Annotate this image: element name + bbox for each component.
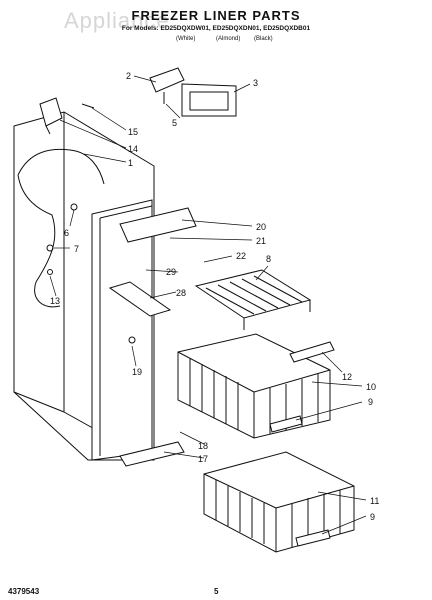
callout-13: 13 <box>50 296 60 306</box>
callout-labels: 2 3 5 15 14 1 6 7 13 20 21 22 8 29 28 19… <box>50 71 379 522</box>
color-almond: (Almond) <box>216 36 241 42</box>
callout-11: 11 <box>370 496 379 506</box>
callout-9-upper: 9 <box>368 397 373 407</box>
callout-6: 6 <box>64 228 69 238</box>
callout-21: 21 <box>256 236 266 246</box>
callout-12: 12 <box>342 372 352 382</box>
callout-10: 10 <box>366 382 376 392</box>
top-bracket <box>39 97 95 135</box>
leader-lines <box>49 75 367 535</box>
callout-3: 3 <box>253 78 258 88</box>
screw <box>47 269 53 275</box>
shelf-support <box>108 281 172 317</box>
callout-8: 8 <box>266 254 271 264</box>
color-white: (White) <box>176 36 196 42</box>
thermostat <box>46 244 54 252</box>
basket-trim-lower <box>295 529 331 547</box>
basket-trim-upper <box>269 415 303 433</box>
callout-15: 15 <box>128 127 138 137</box>
bottom-trim <box>119 441 185 467</box>
diagram-title: FREEZER LINER PARTS <box>131 8 301 23</box>
air-duct-cover <box>119 207 197 243</box>
callout-20: 20 <box>256 222 266 232</box>
callout-1: 1 <box>128 158 133 168</box>
callout-28: 28 <box>176 288 186 298</box>
callout-2: 2 <box>126 71 131 81</box>
wire-shelf <box>194 269 312 330</box>
page-number: 5 <box>214 587 219 596</box>
callout-7: 7 <box>74 244 79 254</box>
hinge-pin <box>128 336 136 344</box>
callout-9-lower: 9 <box>370 512 375 522</box>
callout-19: 19 <box>132 367 142 377</box>
callout-22: 22 <box>236 251 246 261</box>
model-list: For Models: ED25DQXDW01, ED25DQXDN01, ED… <box>121 25 311 32</box>
lower-basket <box>203 451 355 553</box>
callout-5: 5 <box>172 118 177 128</box>
watermark: Appliance <box>64 8 170 33</box>
document-number: 4379543 <box>8 587 40 596</box>
callout-18: 18 <box>198 441 208 451</box>
callout-17: 17 <box>198 454 208 464</box>
callout-29: 29 <box>166 267 176 277</box>
basket-front-upper <box>289 341 335 363</box>
light-shield-assembly <box>149 67 237 117</box>
upper-basket <box>177 333 331 439</box>
callout-14: 14 <box>128 144 138 154</box>
color-black: (Black) <box>254 36 273 42</box>
